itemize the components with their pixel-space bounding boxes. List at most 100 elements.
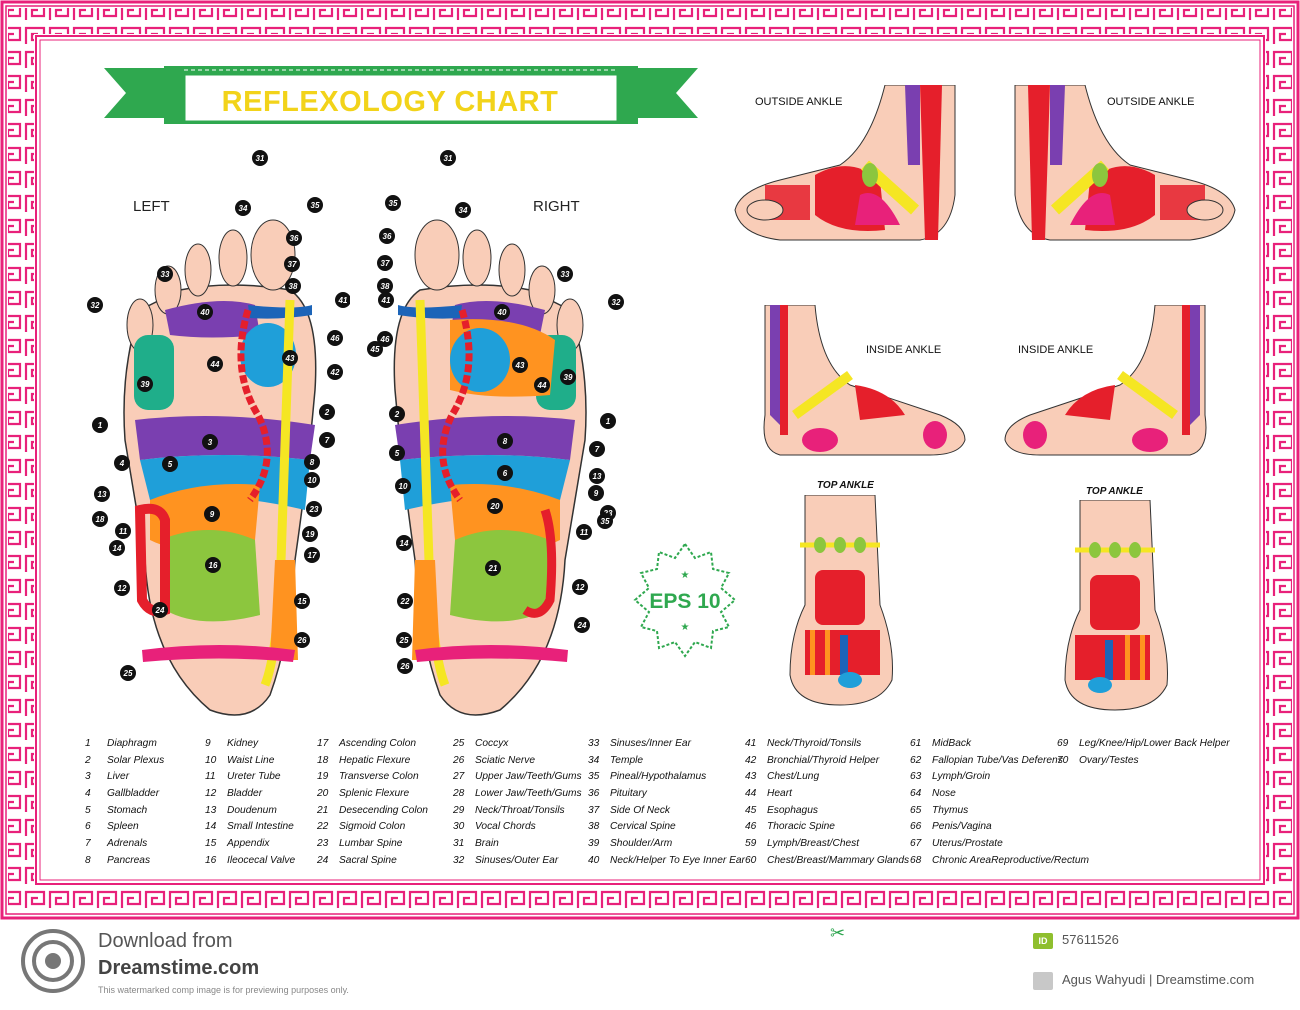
legend-number: 45	[745, 804, 757, 816]
inside-ankle-left-diagram	[763, 305, 966, 456]
legend-label: Thymus	[932, 804, 969, 816]
legend-label: Diaphragm	[107, 738, 157, 749]
legend-label: Ascending Colon	[339, 738, 417, 749]
callout-marker: 20	[487, 498, 503, 514]
legend-label: Chest/Breast/Mammary Glands	[767, 854, 910, 866]
callout-marker: 23	[306, 501, 322, 517]
legend-number: 60	[745, 854, 757, 866]
legend-number: 46	[745, 821, 757, 833]
callout-marker: 37	[377, 255, 393, 271]
outside-ankle-left-diagram	[734, 85, 956, 241]
svg-text:6: 6	[503, 469, 508, 478]
legend-number: 61	[910, 738, 922, 749]
svg-text:40: 40	[497, 308, 507, 317]
svg-text:1: 1	[606, 417, 611, 426]
callout-marker: 39	[137, 376, 153, 392]
image-id: 57611526	[1062, 932, 1119, 947]
svg-text:17: 17	[308, 551, 317, 560]
callout-marker: 12	[572, 579, 588, 595]
callout-marker: 35	[385, 195, 401, 211]
svg-text:41: 41	[381, 296, 391, 305]
svg-text:5: 5	[168, 460, 173, 469]
right-foot-label: RIGHT	[533, 198, 580, 215]
callout-marker: 4	[114, 455, 130, 471]
svg-text:22: 22	[400, 597, 410, 606]
svg-text:25: 25	[399, 636, 409, 645]
legend-label: Solar Plexus	[107, 754, 165, 766]
legend-number: 22	[317, 821, 329, 833]
legend-number: 18	[317, 754, 329, 766]
svg-text:32: 32	[612, 298, 621, 307]
legend-label: Sinuses/Inner Ear	[610, 738, 691, 749]
legend-label: Lymph/Groin	[932, 771, 991, 783]
callout-marker: 31	[440, 150, 456, 166]
legend-label: Waist Line	[227, 754, 275, 766]
legend-number: 29	[453, 804, 465, 816]
legend-label: Splenic Flexure	[339, 788, 410, 800]
legend-number: 24	[317, 854, 329, 866]
legend-number: 14	[205, 821, 217, 833]
legend-label: Neck/Helper To Eye Inner Ear	[610, 854, 745, 866]
legend-label: Adrenals	[107, 838, 148, 850]
svg-text:15: 15	[298, 597, 307, 606]
callout-marker: 24	[574, 617, 590, 633]
legend-label: Desecending Colon	[339, 804, 428, 816]
callout-marker: 40	[494, 304, 510, 320]
callout-marker: 41	[378, 292, 394, 308]
svg-text:3: 3	[208, 438, 213, 447]
inside-ankle-right-diagram	[1004, 305, 1207, 456]
callout-marker: 15	[294, 593, 310, 609]
legend-label: Brain	[475, 838, 499, 850]
svg-text:18: 18	[96, 515, 105, 524]
svg-text:46: 46	[380, 335, 390, 344]
svg-text:46: 46	[330, 334, 340, 343]
legend-label: Ureter Tube	[227, 771, 281, 783]
left-sole-diagram	[123, 219, 317, 716]
left-foot-label: LEFT	[133, 198, 170, 215]
svg-text:40: 40	[200, 308, 210, 317]
legend-label: Pancreas	[107, 854, 151, 866]
svg-text:9: 9	[210, 510, 215, 519]
legend-number: 6	[85, 821, 91, 833]
legend-label: Coccyx	[475, 738, 509, 749]
callout-marker: 24	[152, 602, 168, 618]
svg-text:38: 38	[381, 282, 390, 291]
svg-text:36: 36	[383, 232, 392, 241]
legend-number: 40	[588, 854, 600, 866]
outside-ankle-label-left: OUTSIDE ANKLE	[755, 96, 843, 108]
legend-item: 18 Hepatic Flexure	[317, 753, 477, 770]
svg-text:43: 43	[285, 354, 295, 363]
dreamstime-site-link[interactable]: Dreamstime.com	[98, 957, 260, 979]
callout-marker: 19	[302, 526, 318, 542]
legend-number: 3	[85, 771, 91, 783]
callout-marker: 3	[202, 434, 218, 450]
callout-marker: 33	[157, 266, 173, 282]
callout-marker: 44	[534, 377, 550, 393]
legend-number: 38	[588, 821, 600, 833]
callout-marker: 34	[455, 202, 471, 218]
svg-text:37: 37	[288, 260, 297, 269]
eps-badge-text: EPS 10	[649, 590, 720, 613]
svg-text:39: 39	[141, 380, 150, 389]
legend-label: Hepatic Flexure	[339, 754, 411, 766]
callout-marker: 36	[379, 228, 395, 244]
